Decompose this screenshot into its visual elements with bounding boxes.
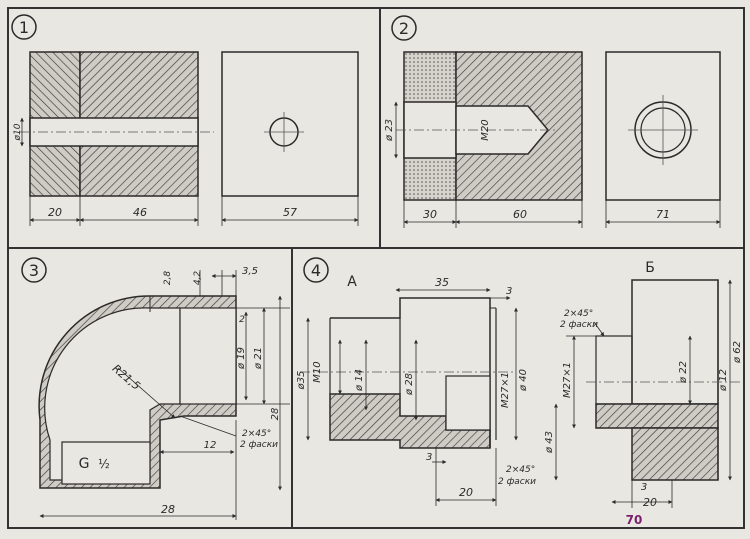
dim-text: ø10 [13, 123, 23, 141]
dim-text: 2 [239, 315, 245, 325]
dim-text: 20 [459, 486, 473, 499]
dim-text: 35 [435, 276, 449, 289]
dim-text: ø 22 [678, 361, 689, 384]
panel-5-dimensions [554, 279, 732, 508]
dim-text: 2×45° [242, 429, 271, 439]
panel-1-side-view [221, 51, 359, 197]
dim-text: ø 28 [404, 373, 415, 396]
page-number: 70 [626, 513, 643, 527]
dim-text: 20 [643, 496, 657, 509]
dim-text: ø 43 [544, 431, 555, 454]
dim-text: ø 21 [253, 347, 264, 370]
panel-5: Б 2×45° 2 фаски M27×1 ø 43 ø 22 ø 12 ø 6… [544, 260, 743, 509]
dim-text: 3 [641, 482, 647, 493]
dim-text: M20 [480, 119, 491, 140]
part-b-section [586, 279, 740, 481]
dim-text: 12 [204, 440, 217, 451]
dim-text: 60 [513, 208, 527, 221]
dim-text: ø 19 [236, 347, 247, 370]
dim-text: 2 фаски [240, 440, 278, 450]
panel-2-dimensions [394, 101, 721, 228]
panel-4-number: 4 [311, 261, 321, 280]
dim-text: M27×1 [500, 372, 511, 408]
dim-text: 3 [506, 286, 512, 297]
dim-text: ø 62 [732, 341, 743, 364]
frame [7, 7, 745, 529]
panel-3: 3 2,8 4,2 3,5 2 [21, 257, 290, 520]
dim-text: M27×1 [562, 362, 573, 398]
dim-text: 28 [161, 503, 175, 516]
panel-2: 2 30 60 71 ø 23 [384, 15, 721, 228]
dim-text: 2,8 [163, 271, 173, 286]
panel-1-dimensions [20, 117, 359, 226]
dim-text: 30 [423, 208, 437, 221]
dim-text: ø 40 [518, 369, 529, 392]
panel-3-dimensions [39, 270, 290, 520]
dim-text: 2×45° [564, 309, 593, 319]
dim-text: M10 [312, 361, 323, 382]
panel-3-number-circle [21, 257, 47, 283]
view-title-a: A [347, 274, 357, 290]
dim-text: 3,5 [242, 266, 258, 277]
panel-1-number: 1 [19, 18, 29, 37]
dim-text: 2 фаски [498, 477, 536, 487]
panel-1-section-view [20, 51, 214, 197]
panel-1: 1 20 46 57 ø10 [11, 14, 359, 226]
dim-text: 28 [270, 408, 281, 421]
panel-3-number: 3 [29, 261, 39, 280]
panel-2-number-circle [391, 15, 417, 41]
thread-size: ½ [98, 457, 110, 471]
view-title-b: Б [645, 260, 655, 276]
elbow-fitting-section [38, 295, 237, 489]
dim-text: 2×45° [506, 465, 535, 475]
thread-label: G [79, 456, 90, 472]
dim-text: 20 [48, 206, 62, 219]
dim-text: 4,2 [193, 271, 203, 286]
dim-text: 2 фаски [560, 320, 598, 330]
dim-text: 46 [133, 206, 147, 219]
panel-4: 4 A 35 3 ø35 M10 ø 14 [296, 257, 536, 506]
panel-2-side-view [605, 51, 721, 201]
dim-text: ø35 [296, 371, 307, 391]
dim-text: ø 14 [354, 369, 365, 392]
part-a-section [300, 297, 516, 449]
panel-2-section-view [396, 51, 583, 201]
dim-text: ø 12 [718, 369, 729, 392]
panel-4-dimensions [306, 288, 518, 506]
dim-text: 71 [656, 208, 670, 221]
dim-text: ø 23 [384, 119, 395, 142]
panel-4-number-circle [303, 257, 329, 283]
dim-text: 3 [426, 452, 432, 463]
panel-2-number: 2 [399, 19, 409, 38]
dim-text: 57 [283, 206, 297, 219]
panel-1-number-circle [11, 14, 37, 40]
